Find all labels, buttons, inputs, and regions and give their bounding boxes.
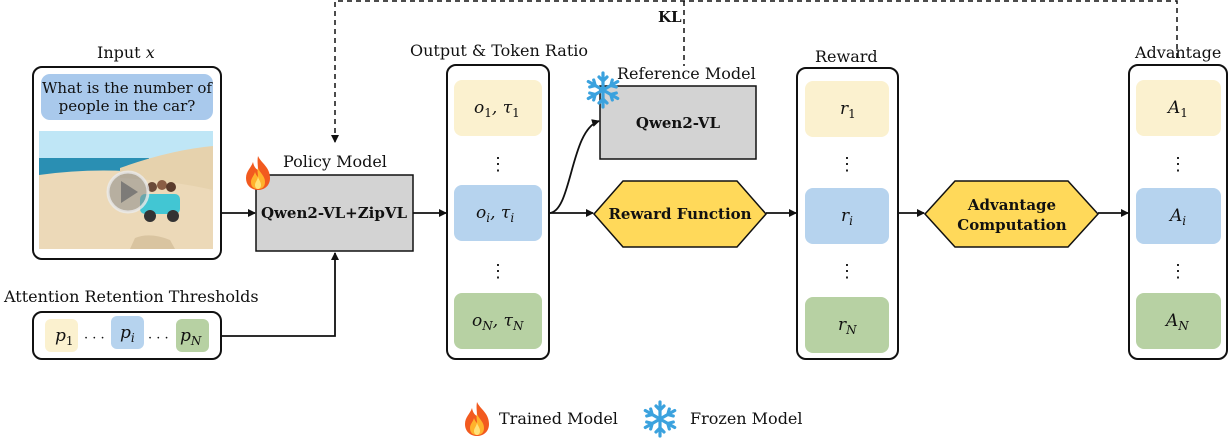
threshold-label-i: pi	[120, 323, 135, 345]
play-icon[interactable]	[106, 170, 150, 214]
advantage-vdots-1: ⋮	[1169, 154, 1187, 175]
reward-item-n	[805, 297, 889, 353]
reward-title: Reward	[815, 47, 878, 66]
kl-dashed-line	[334, 0, 1178, 142]
threshold-chip-n	[176, 319, 209, 352]
thresholds-title: Attention Retention Thresholds	[3, 287, 259, 306]
advantage-label-i: Ai	[1168, 206, 1186, 228]
reward-vdots-2: ⋮	[838, 261, 856, 282]
policy-title: Policy Model	[283, 152, 387, 171]
legend-snowflake-icon	[643, 400, 677, 438]
reward-item-i	[805, 188, 889, 244]
reward-item-1	[805, 81, 889, 137]
output-vdots-1: ⋮	[489, 154, 507, 175]
legend-flame-icon	[465, 402, 489, 436]
question-line-1: What is the number of	[42, 79, 213, 97]
advantage-vdots-2: ⋮	[1169, 261, 1187, 282]
reference-model-box	[599, 85, 757, 160]
input-title: Input x	[97, 43, 155, 62]
threshold-chip-i	[111, 316, 144, 349]
advantage-item-i	[1136, 188, 1221, 244]
question-bubble	[41, 74, 213, 120]
arrow-output-to-reference	[548, 119, 600, 214]
output-label-n: oN, τN	[472, 311, 524, 333]
flame-icon	[246, 156, 270, 190]
output-label-i: oi, τi	[476, 203, 514, 225]
reference-title: Reference Model	[617, 64, 756, 83]
advantage-computation-line-2: Computation	[957, 216, 1066, 234]
advantage-item-1	[1136, 80, 1221, 136]
threshold-dots-1: · · ·	[84, 331, 105, 346]
threshold-label-1: p1	[55, 326, 74, 348]
reward-function-label: Reward Function	[608, 205, 751, 223]
advantage-item-n	[1136, 293, 1221, 349]
legend-trained-label: Trained Model	[499, 409, 618, 428]
output-item-1	[454, 80, 542, 136]
threshold-label-n: pN	[180, 326, 202, 348]
policy-model-label: Qwen2-VL+ZipVL	[261, 204, 408, 222]
output-title: Output & Token Ratio	[410, 41, 588, 60]
reference-model-label: Qwen2-VL	[636, 114, 721, 132]
arrow-thresholds-to-policy	[221, 252, 339, 337]
legend-frozen-label: Frozen Model	[690, 409, 803, 428]
policy-model-box	[255, 174, 414, 252]
reward-vdots-1: ⋮	[838, 154, 856, 175]
output-vdots-2: ⋮	[489, 261, 507, 282]
threshold-dots-2: · · ·	[148, 331, 169, 346]
kl-arrowhead	[331, 135, 339, 143]
output-label-1: o1, τ1	[474, 98, 520, 120]
output-item-i	[454, 185, 542, 241]
advantage-computation-hexagon	[923, 180, 1100, 248]
output-item-n	[454, 293, 542, 349]
kl-label: KL	[658, 8, 682, 26]
reward-function-hexagon	[593, 180, 767, 248]
advantage-title: Advantage	[1134, 43, 1221, 62]
threshold-chip-1	[45, 319, 78, 352]
advantage-computation-line-1: Advantage	[967, 196, 1056, 214]
question-line-2: people in the car?	[59, 97, 196, 115]
